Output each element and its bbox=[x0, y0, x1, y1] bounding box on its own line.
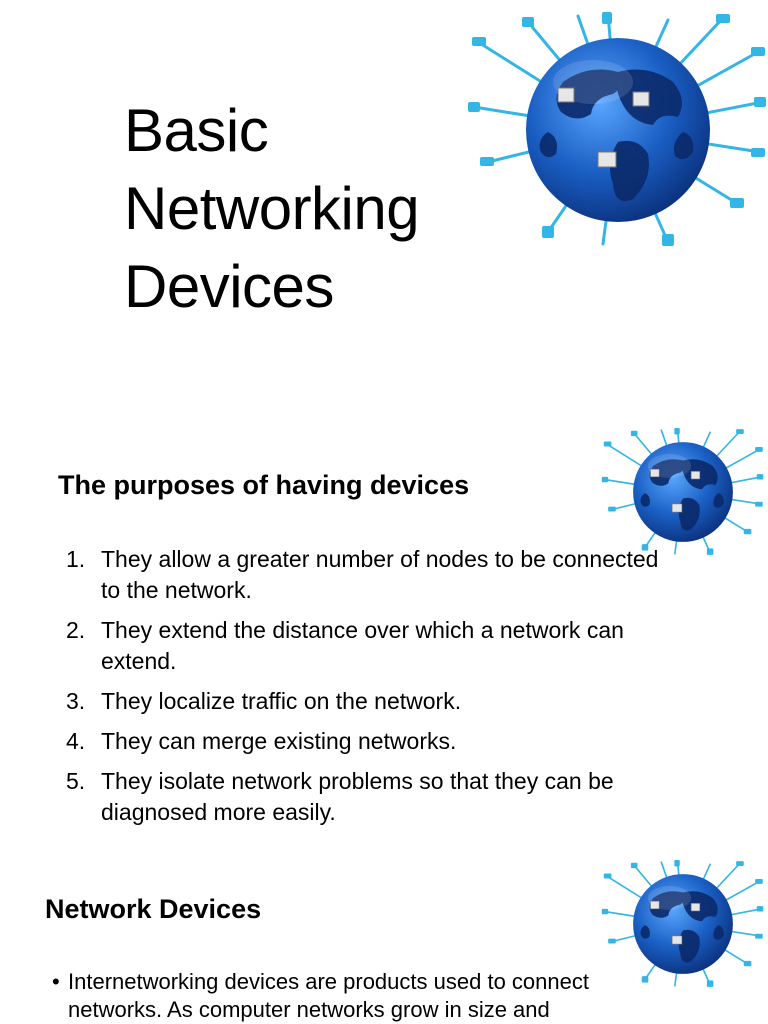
list-item-number: 2. bbox=[66, 617, 86, 643]
list-item-text: They isolate network problems so that th… bbox=[101, 768, 614, 825]
network-devices-heading: Network Devices bbox=[45, 894, 262, 924]
globe-network-cables-icon bbox=[598, 428, 768, 556]
purposes-heading: The purposes of having devices bbox=[58, 470, 470, 500]
title-line-1: Basic bbox=[124, 97, 269, 164]
list-item-text: They extend the distance over which a ne… bbox=[101, 617, 624, 674]
purposes-list: 1. They allow a greater number of nodes … bbox=[66, 544, 666, 837]
list-item: 1. They allow a greater number of nodes … bbox=[66, 544, 666, 606]
list-item-text: They allow a greater number of nodes to … bbox=[101, 546, 659, 603]
globe-network-cables-icon bbox=[468, 12, 768, 248]
list-item: 3. They localize traffic on the network. bbox=[66, 686, 666, 717]
list-item: 2. They extend the distance over which a… bbox=[66, 615, 666, 677]
list-item-number: 5. bbox=[66, 768, 86, 794]
slide-title: Basic Networking Devices bbox=[124, 92, 420, 326]
title-slide: Basic Networking Devices bbox=[0, 0, 768, 384]
list-item-number: 3. bbox=[66, 688, 86, 714]
title-line-3: Devices bbox=[124, 253, 334, 320]
list-item: 4. They can merge existing networks. bbox=[66, 726, 666, 757]
list-item-number: 4. bbox=[66, 728, 86, 754]
title-line-2: Networking bbox=[124, 175, 420, 242]
list-item-number: 1. bbox=[66, 546, 86, 572]
bullet-marker: • bbox=[52, 969, 60, 994]
purposes-slide bbox=[0, 392, 768, 840]
network-devices-bullets: • Internetworking devices are products u… bbox=[52, 968, 662, 1024]
list-item-text: They can merge existing networks. bbox=[101, 728, 457, 754]
list-item-text: Internetworking devices are products use… bbox=[68, 969, 589, 1022]
list-item: 5. They isolate network problems so that… bbox=[66, 766, 666, 828]
list-item-text: They localize traffic on the network. bbox=[101, 688, 462, 714]
list-item: • Internetworking devices are products u… bbox=[52, 968, 662, 1024]
